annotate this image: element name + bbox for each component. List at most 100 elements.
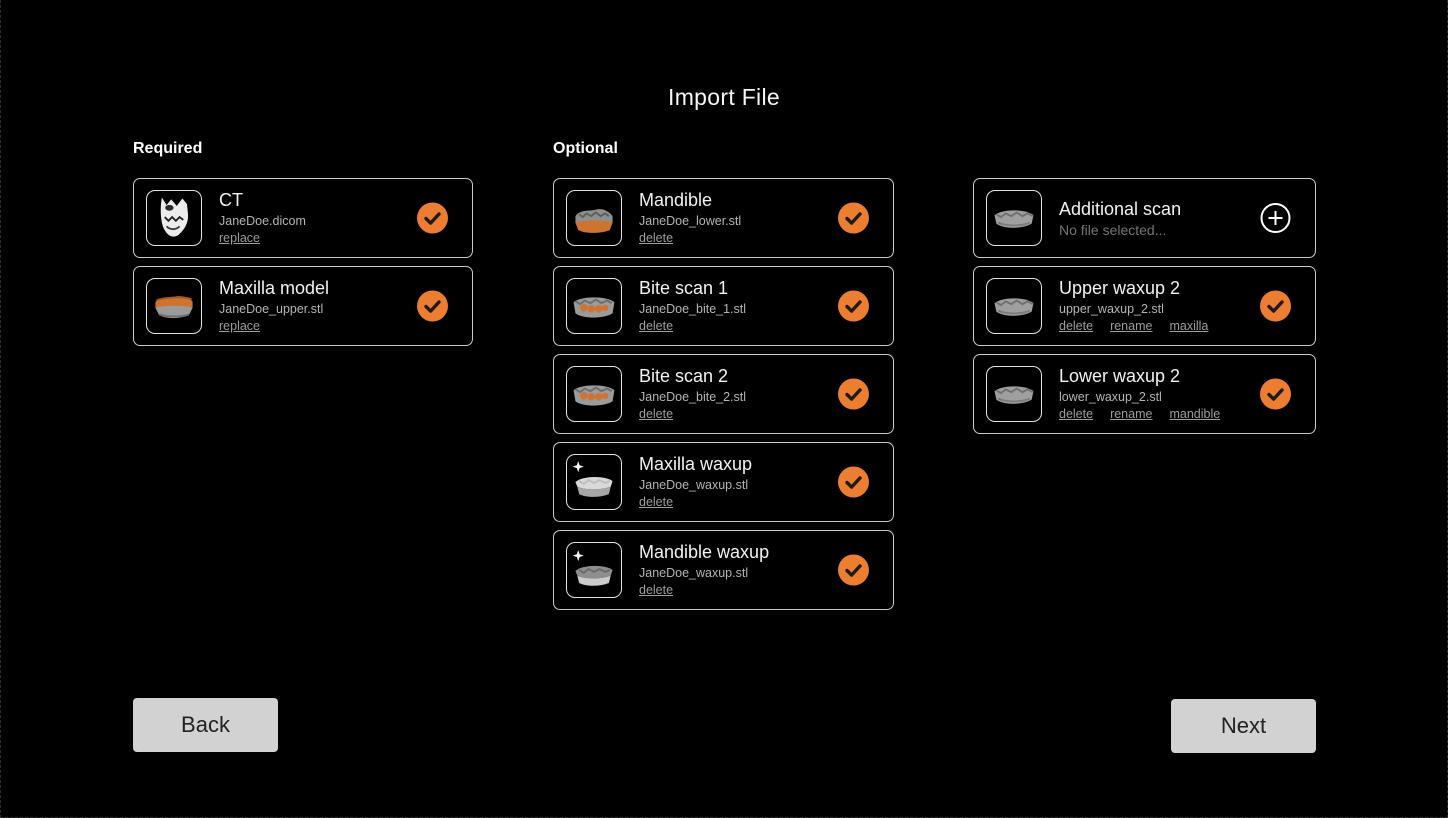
card-filename: JaneDoe_waxup.stl bbox=[639, 478, 749, 492]
delete-link[interactable]: delete bbox=[639, 407, 674, 421]
checkmark-icon bbox=[838, 202, 869, 234]
card-link-row: delete bbox=[639, 494, 881, 511]
check-badge bbox=[838, 466, 869, 498]
delete-link[interactable]: delete bbox=[1059, 319, 1094, 333]
mandible-waxup-thumbnail bbox=[566, 542, 622, 598]
delete-link[interactable]: delete bbox=[639, 231, 674, 245]
rename-link[interactable]: rename bbox=[1110, 407, 1153, 421]
next-button[interactable]: Next bbox=[1171, 699, 1316, 753]
delete-link[interactable]: delete bbox=[639, 319, 674, 333]
card-filename: JaneDoe_bite_2.stl bbox=[639, 390, 747, 404]
card-info: Additional scan No file selected... bbox=[1059, 198, 1303, 239]
check-badge bbox=[838, 202, 869, 234]
bite-scan-icon bbox=[573, 385, 615, 406]
delete-link[interactable]: delete bbox=[639, 583, 674, 597]
card-link-row: delete bbox=[639, 582, 881, 599]
check-badge bbox=[838, 554, 869, 586]
card-filename: JaneDoe.dicom bbox=[219, 214, 306, 228]
mandible-link[interactable]: mandible bbox=[1169, 407, 1221, 421]
gray-scan-icon bbox=[994, 210, 1034, 228]
maxilla-model-thumbnail bbox=[146, 278, 202, 334]
card-title: Upper waxup 2 bbox=[1059, 278, 1181, 298]
gray-scan-icon bbox=[994, 386, 1034, 404]
card-filename: JaneDoe_upper.stl bbox=[219, 302, 324, 316]
checkmark-icon bbox=[838, 290, 869, 322]
card-link-row: delete bbox=[639, 230, 881, 247]
gray-scan-thumbnail bbox=[986, 190, 1042, 246]
mandible-model-thumbnail bbox=[566, 190, 622, 246]
check-badge bbox=[838, 290, 869, 322]
card-filename: lower_waxup_2.stl bbox=[1059, 390, 1162, 404]
bite-scan-thumbnail bbox=[566, 278, 622, 334]
section-heading-optional: Optional bbox=[553, 140, 618, 157]
card-link-row: replace bbox=[219, 318, 460, 335]
replace-link[interactable]: replace bbox=[219, 319, 260, 333]
card-link-row: delete bbox=[639, 318, 881, 335]
maxilla-waxup-thumbnail bbox=[566, 454, 622, 510]
checkmark-icon bbox=[838, 466, 869, 498]
gray-scan-thumbnail bbox=[986, 366, 1042, 422]
maxilla-waxup-icon bbox=[572, 461, 613, 497]
check-badge bbox=[417, 202, 448, 234]
checkmark-icon bbox=[838, 554, 869, 586]
card-title: Additional scan bbox=[1059, 198, 1182, 219]
file-card-ct: CT JaneDoe.dicom replace bbox=[133, 178, 473, 258]
card-info: CT JaneDoe.dicom replace bbox=[219, 189, 460, 247]
checkmark-icon bbox=[417, 290, 448, 322]
mandible-model-icon bbox=[575, 209, 613, 233]
extra-card-list: Additional scan No file selected... Upper … bbox=[973, 178, 1316, 442]
card-link-row: delete bbox=[639, 406, 881, 423]
card-file-placeholder: No file selected... bbox=[1059, 221, 1167, 238]
card-filename: upper_waxup_2.stl bbox=[1059, 302, 1164, 316]
bite-scan-icon bbox=[573, 297, 615, 318]
check-badge bbox=[1260, 378, 1291, 410]
card-title: Bite scan 2 bbox=[639, 366, 729, 386]
checkmark-icon bbox=[1260, 378, 1291, 410]
bite-scan-thumbnail bbox=[566, 366, 622, 422]
delete-link[interactable]: delete bbox=[639, 495, 674, 509]
replace-link[interactable]: replace bbox=[219, 231, 260, 245]
file-card-additional-scan: Additional scan No file selected... bbox=[973, 178, 1316, 258]
maxilla-model-icon bbox=[155, 296, 193, 319]
card-title: Mandible waxup bbox=[639, 542, 770, 562]
mandible-waxup-icon bbox=[572, 550, 613, 586]
card-link-row: delete rename maxilla bbox=[1059, 318, 1303, 335]
section-heading-required: Required bbox=[133, 140, 203, 157]
card-link-row: delete rename mandible bbox=[1059, 406, 1303, 423]
ct-scan-icon bbox=[160, 197, 189, 237]
maxilla-link[interactable]: maxilla bbox=[1169, 319, 1209, 333]
delete-link[interactable]: delete bbox=[1059, 407, 1094, 421]
card-title: Bite scan 1 bbox=[639, 278, 729, 298]
card-title: Maxilla waxup bbox=[639, 454, 753, 474]
check-badge bbox=[838, 378, 869, 410]
back-button[interactable]: Back bbox=[133, 698, 278, 752]
card-title: CT bbox=[219, 190, 243, 210]
card-title: Lower waxup 2 bbox=[1059, 366, 1181, 386]
rename-link[interactable]: rename bbox=[1110, 319, 1153, 333]
gray-scan-icon bbox=[994, 298, 1034, 316]
checkmark-icon bbox=[1260, 290, 1291, 322]
add-file-button[interactable] bbox=[1260, 203, 1291, 234]
ct-scan-thumbnail bbox=[146, 190, 202, 246]
card-filename: JaneDoe_bite_1.stl bbox=[639, 302, 747, 316]
checkmark-icon bbox=[838, 378, 869, 410]
card-title: Maxilla model bbox=[219, 278, 330, 298]
card-filename: JaneDoe_lower.stl bbox=[639, 214, 742, 228]
